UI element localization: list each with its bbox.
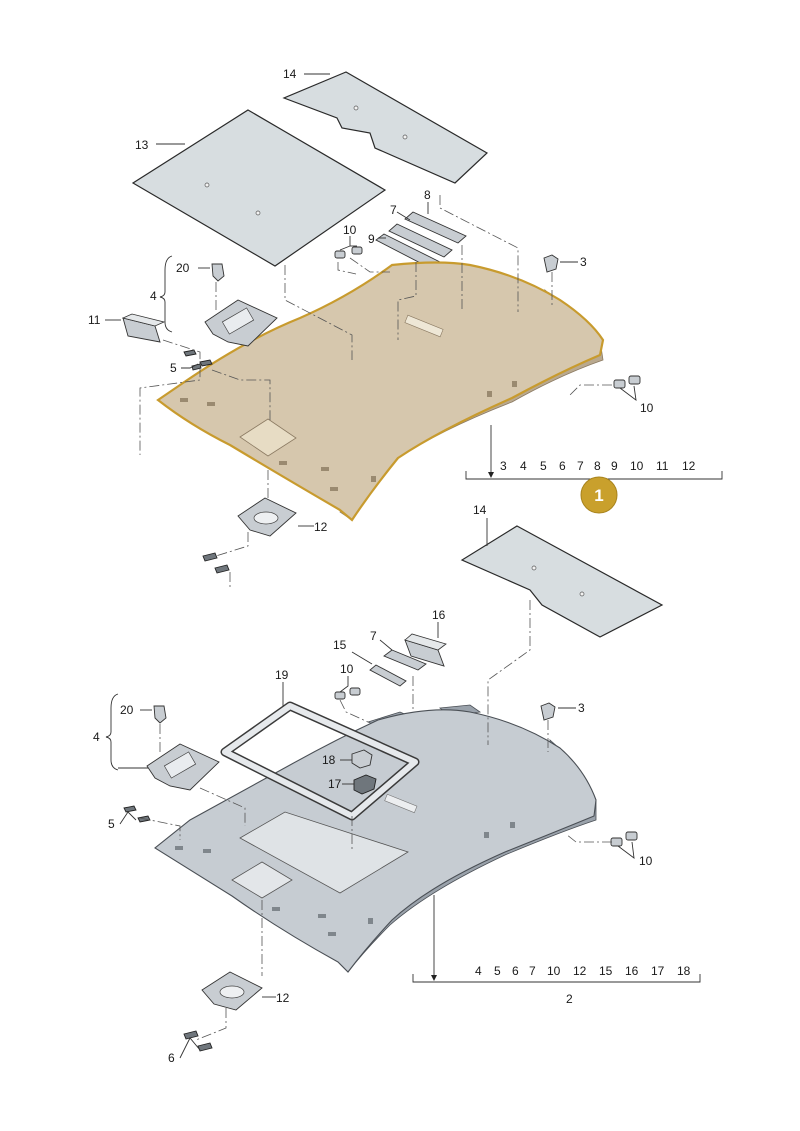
callout-7-top: 7 [390,203,397,217]
variant-6-top: 6 [559,459,566,473]
callout-18: 18 [322,753,336,767]
guides-bottom [139,600,612,1041]
clip-20-bottom [153,705,167,724]
variant-bracket-bottom [412,895,701,983]
leader-7-bottom [379,639,393,651]
variant-16-bottom: 16 [625,964,639,978]
panel-13 [131,109,387,267]
callout-15: 15 [333,638,347,652]
panel-14-top [282,71,489,184]
variant-12-top: 12 [682,459,696,473]
top-assembly: 14 13 8 7 9 10 [88,67,723,588]
block-16 [404,633,447,667]
clip-3-bottom [540,702,556,721]
callout-19: 19 [275,668,289,682]
leader-15 [351,651,373,665]
callout-20-bottom: 20 [120,703,134,717]
lamp-12-bottom [201,971,263,1011]
badge-1: 1 [580,476,618,514]
callout-3-top: 3 [580,255,587,269]
screws-5-top [183,349,213,371]
trim-strips-bottom [369,649,427,687]
callout-11: 11 [88,313,101,327]
callout-9-top: 9 [368,232,375,246]
clip-3-top [543,254,559,273]
variant-18-bottom: 18 [677,964,691,978]
brace-4-bottom [105,693,119,771]
variant-9-top: 9 [611,459,618,473]
leader-10a-bottom [339,676,349,693]
variant-15-bottom: 15 [599,964,613,978]
headliner-sunroof [154,704,597,973]
guides-top [139,195,612,588]
callout-12-top: 12 [314,520,328,534]
lamp-12-top [237,497,297,537]
clips-10-bottom-left [334,687,361,700]
variant-11-top: 11 [656,459,669,473]
variant-6-bottom: 6 [512,964,519,978]
callout-13: 13 [135,138,149,152]
callout-6: 6 [168,1051,175,1065]
variant-10-top: 10 [630,459,644,473]
badge-1-label: 1 [594,486,603,505]
variant-12-bottom: 12 [573,964,587,978]
variant-8-top: 8 [594,459,601,473]
variant-5-bottom: 5 [494,964,501,978]
screws-bottom-top [202,552,230,574]
part-18 [351,749,373,769]
trim-strips-top [375,211,467,269]
leader-6 [179,1037,201,1059]
bracket-4-top [204,299,278,347]
leader-7-top [396,211,411,221]
callout-5-top: 5 [170,361,177,375]
clips-10-bottom-right [610,831,638,847]
bracket-4-bottom [146,743,220,791]
leader-10b-top [619,385,637,402]
callout-4-bottom: 4 [93,730,100,744]
callout-17: 17 [328,777,342,791]
leader-10b-bottom [617,841,635,859]
brace-4-top [159,255,173,333]
panel-14-bottom [460,525,664,638]
leader-10a-top [339,236,351,251]
bottom-assembly: 14 16 7 15 10 3 [93,503,701,1065]
callout-7-bottom: 7 [370,629,377,643]
variant-label-2: 2 [566,992,573,1006]
variant-4-top: 4 [520,459,527,473]
clips-10-top-right [613,375,641,389]
leader-5-top [181,363,199,369]
callout-16: 16 [432,608,446,622]
leader-5-bottom [119,811,137,825]
variant-3-top: 3 [500,459,507,473]
callout-20-top: 20 [176,261,190,275]
block-11 [121,313,166,343]
callout-12-bottom: 12 [276,991,290,1005]
callout-8-top: 8 [424,188,431,202]
callout-5-bottom: 5 [108,817,115,831]
part-17 [353,774,377,795]
callout-3-bottom: 3 [578,701,585,715]
variant-10-bottom: 10 [547,964,561,978]
callout-10a-bottom: 10 [340,662,354,676]
variant-7-bottom: 7 [529,964,536,978]
callout-10b-top: 10 [640,401,654,415]
clips-10-top-left [334,246,363,259]
variant-5-top: 5 [540,459,547,473]
headliner-highlighted [156,261,605,522]
callout-10a-top: 10 [343,223,357,237]
callout-14-bottom: 14 [473,503,487,517]
callout-4-top: 4 [150,289,157,303]
callout-10b-bottom: 10 [639,854,653,868]
variant-7-top: 7 [577,459,584,473]
variant-17-bottom: 17 [651,964,665,978]
variant-4-bottom: 4 [475,964,482,978]
clip-20-top [211,263,225,282]
callout-14-top: 14 [283,67,297,81]
